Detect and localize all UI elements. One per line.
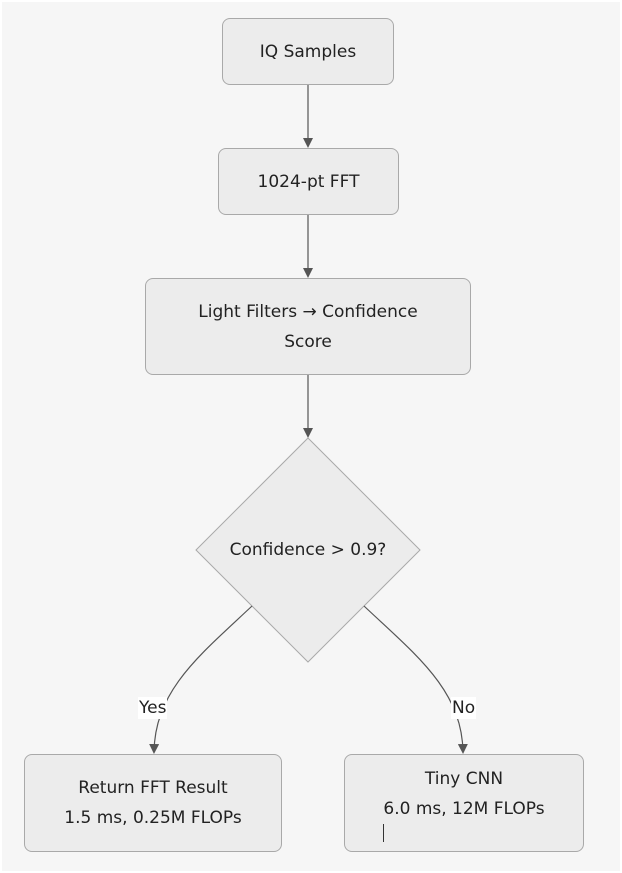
node-return-fft-line2: 1.5 ms, 0.25M FLOPs [64,808,242,828]
edge-decision-yes [149,605,253,754]
node-iq-samples: IQ Samples [222,18,394,85]
node-light-filters-line1: Light Filters → Confidence [198,301,418,322]
text-caret [383,824,385,842]
node-return-fft-result: Return FFT Result 1.5 ms, 0.25M FLOPs [24,754,282,852]
decision-label: Confidence > 0.9? [229,540,387,560]
edge-decision-no [363,605,468,754]
node-fft-label: 1024-pt FFT [257,171,360,192]
node-tiny-cnn: Tiny CNN 6.0 ms, 12M FLOPs [344,754,584,852]
node-tiny-cnn-line2-wrap: 6.0 ms, 12M FLOPs [383,794,545,842]
node-return-fft-line1: Return FFT Result [78,778,228,798]
node-light-filters: Light Filters → Confidence Score [145,278,471,375]
node-light-filters-line2: Score [284,331,332,352]
node-tiny-cnn-line1: Tiny CNN [424,769,504,789]
edge-label-no: No [451,697,477,719]
edge-label-yes: Yes [138,697,168,719]
node-tiny-cnn-line2: 6.0 ms, 12M FLOPs [383,799,545,819]
node-iq-samples-label: IQ Samples [259,41,357,62]
node-fft: 1024-pt FFT [218,148,399,215]
